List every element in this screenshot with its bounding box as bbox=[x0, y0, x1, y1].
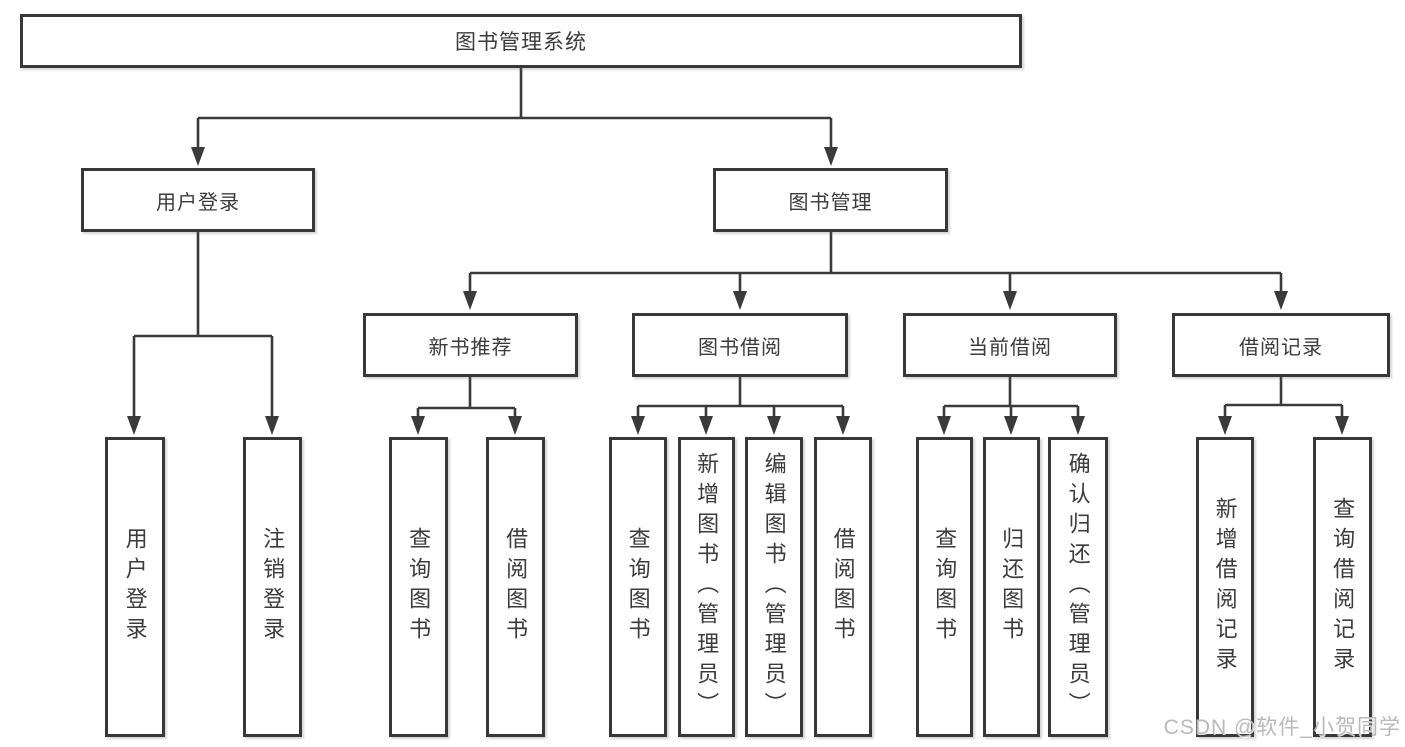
node-new-book-recommend-label: 新书推荐 bbox=[428, 336, 513, 359]
node-book-management-label: 图书管理 bbox=[788, 191, 873, 214]
node-book-borrowing: 图书借阅 bbox=[632, 313, 848, 377]
connector-new-book-rec-children bbox=[411, 377, 522, 435]
node-borrowing-records: 借阅记录 bbox=[1172, 313, 1390, 377]
node-leaf-borrow-books-1-label: 借阅图书 bbox=[503, 527, 529, 647]
node-leaf-confirm-return-admin-label: 确认归还（管理员） bbox=[1065, 452, 1091, 722]
node-leaf-query-borrow-record: 查询借阅记录 bbox=[1313, 437, 1372, 737]
node-leaf-return-books-label: 归还图书 bbox=[999, 527, 1025, 647]
node-leaf-user-login: 用户登录 bbox=[105, 437, 165, 737]
connector-book-borrow-children bbox=[631, 377, 850, 435]
node-current-borrowing: 当前借阅 bbox=[903, 313, 1117, 377]
node-current-borrowing-label: 当前借阅 bbox=[968, 336, 1052, 359]
connector-book-mgmt-children bbox=[463, 232, 1288, 310]
node-leaf-query-books-3-label: 查询图书 bbox=[932, 527, 958, 647]
node-leaf-borrow-books-2: 借阅图书 bbox=[814, 437, 872, 737]
node-leaf-add-books-admin-label: 新增图书（管理员） bbox=[694, 452, 720, 722]
node-leaf-return-books: 归还图书 bbox=[983, 437, 1040, 737]
node-leaf-add-books-admin: 新增图书（管理员） bbox=[678, 437, 735, 737]
node-leaf-query-books-2-label: 查询图书 bbox=[625, 527, 651, 647]
node-leaf-logout: 注销登录 bbox=[243, 437, 302, 737]
node-book-borrowing-label: 图书借阅 bbox=[698, 336, 782, 359]
node-new-book-recommend: 新书推荐 bbox=[363, 313, 578, 377]
node-leaf-query-books-1-label: 查询图书 bbox=[406, 527, 432, 647]
connector-borrow-records-children bbox=[1218, 377, 1349, 435]
connector-current-borrow-children bbox=[937, 377, 1085, 435]
node-leaf-query-books-3: 查询图书 bbox=[916, 437, 973, 737]
node-leaf-user-login-label: 用户登录 bbox=[122, 527, 148, 647]
node-borrowing-records-label: 借阅记录 bbox=[1239, 336, 1323, 359]
node-user-login-label: 用户登录 bbox=[156, 191, 240, 214]
node-root: 图书管理系统 bbox=[20, 14, 1022, 68]
node-leaf-add-borrow-record-label: 新增借阅记录 bbox=[1212, 497, 1238, 677]
node-user-login: 用户登录 bbox=[81, 168, 315, 232]
connector-root-to-level2 bbox=[191, 68, 838, 166]
node-leaf-query-borrow-record-label: 查询借阅记录 bbox=[1330, 497, 1356, 677]
node-leaf-add-borrow-record: 新增借阅记录 bbox=[1196, 437, 1254, 737]
node-leaf-query-books-2: 查询图书 bbox=[609, 437, 667, 737]
node-leaf-logout-label: 注销登录 bbox=[260, 527, 286, 647]
node-leaf-edit-books-admin-label: 编辑图书（管理员） bbox=[761, 452, 787, 722]
node-leaf-edit-books-admin: 编辑图书（管理员） bbox=[745, 437, 803, 737]
node-root-label: 图书管理系统 bbox=[455, 31, 587, 54]
csdn-watermark: CSDN @软件_小贺同学 bbox=[1163, 716, 1401, 739]
node-leaf-confirm-return-admin: 确认归还（管理员） bbox=[1048, 437, 1108, 737]
node-leaf-borrow-books-2-label: 借阅图书 bbox=[830, 527, 856, 647]
connector-user-login-children bbox=[127, 232, 279, 435]
node-leaf-query-books-1: 查询图书 bbox=[389, 437, 448, 737]
node-leaf-borrow-books-1: 借阅图书 bbox=[486, 437, 545, 737]
node-book-management: 图书管理 bbox=[713, 168, 948, 232]
